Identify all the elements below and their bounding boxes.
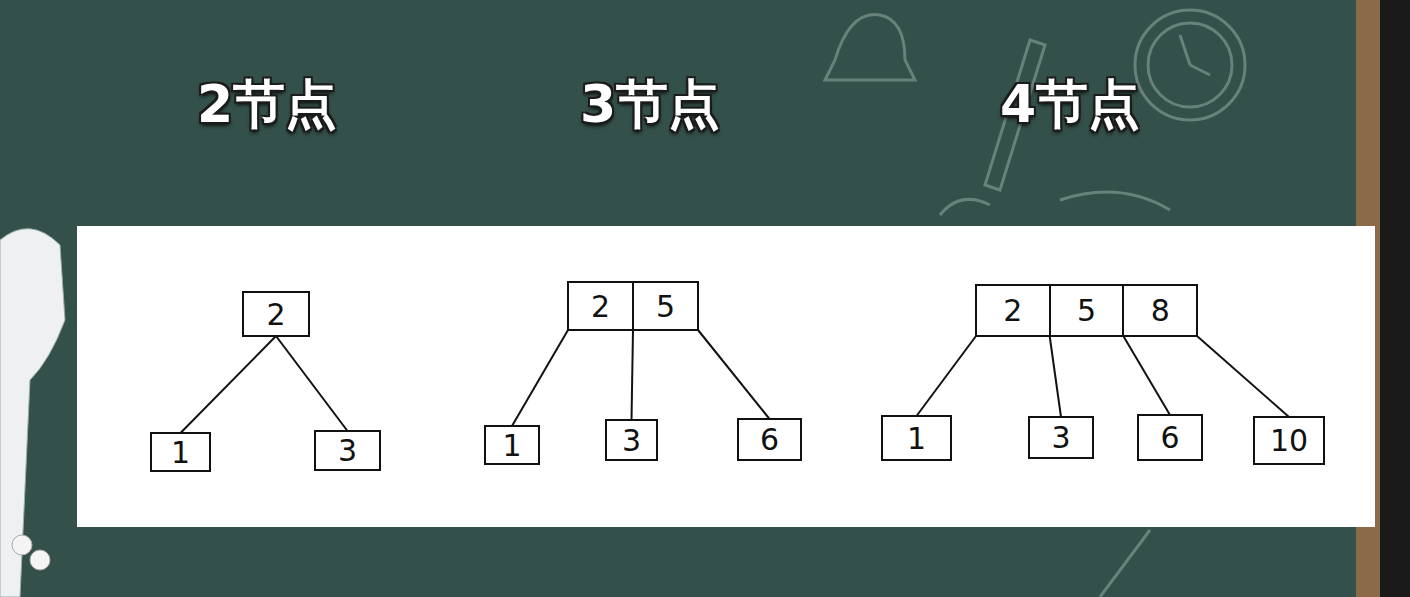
- tree-link: [512, 330, 568, 426]
- node-key: 5: [632, 283, 697, 329]
- tree-link: [1050, 336, 1061, 417]
- clock-doodle: [1135, 10, 1245, 120]
- node-key: 1: [883, 417, 950, 459]
- clock-hands: [1180, 35, 1210, 75]
- tree-link: [698, 330, 770, 419]
- tree-node: 1: [484, 425, 540, 465]
- tree-link: [1123, 336, 1170, 415]
- tree-node: 10: [1253, 416, 1325, 465]
- node-key: 1: [152, 434, 209, 470]
- section-heading: 4节点: [1000, 70, 1140, 140]
- tree-node: 2: [242, 291, 310, 337]
- book-doodle: [940, 192, 1170, 215]
- outer-edge: [1380, 0, 1410, 597]
- section-heading: 2节点: [197, 70, 337, 140]
- section-heading: 3节点: [580, 70, 720, 140]
- node-key: 6: [739, 420, 800, 459]
- node-key: 6: [1139, 416, 1201, 459]
- tree-node: 6: [737, 418, 802, 461]
- white-panel: [77, 226, 1375, 527]
- tree-link: [1197, 336, 1289, 417]
- tree-link: [917, 336, 977, 416]
- clock-face: [1148, 23, 1232, 107]
- node-key: 8: [1122, 286, 1196, 335]
- tree-node: 3: [605, 419, 658, 461]
- character-figure: [0, 229, 65, 597]
- tree-link: [181, 336, 277, 433]
- node-key: 3: [316, 432, 379, 469]
- tree-node: 1: [150, 432, 211, 472]
- tree-link: [632, 330, 634, 420]
- node-key: 1: [486, 427, 538, 463]
- tree-node: 6: [1137, 414, 1203, 461]
- node-key: 2: [569, 283, 632, 329]
- node-key: 5: [1049, 286, 1123, 335]
- node-key: 3: [607, 421, 656, 459]
- multi-key-node: 25: [567, 281, 699, 331]
- tree-node: 1: [881, 415, 952, 461]
- node-key: 2: [977, 286, 1049, 335]
- tree-link: [276, 336, 348, 431]
- tree-node: 3: [314, 430, 381, 471]
- node-key: 10: [1255, 418, 1323, 463]
- multi-key-node: 258: [975, 284, 1198, 337]
- node-key: 3: [1030, 418, 1092, 457]
- node-key: 2: [244, 293, 308, 335]
- tree-node: 3: [1028, 416, 1094, 459]
- bell-doodle: [825, 15, 915, 80]
